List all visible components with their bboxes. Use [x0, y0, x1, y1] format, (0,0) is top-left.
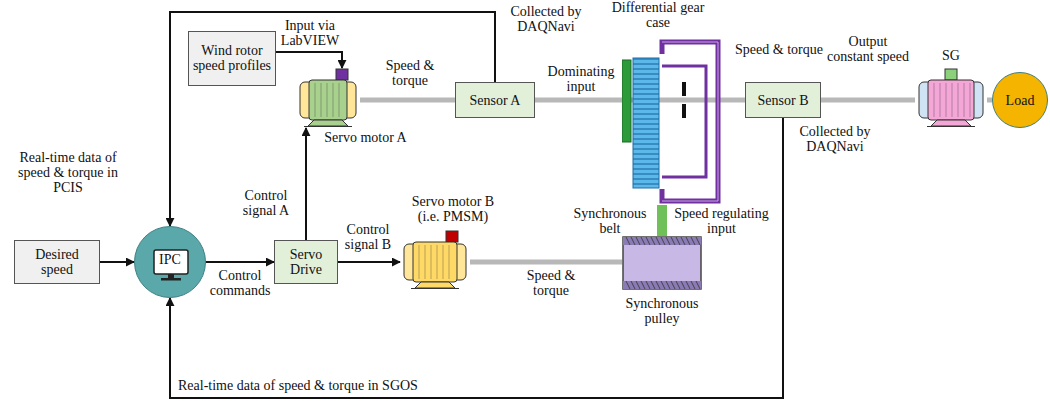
label-holder: Servo motor B (i.e. PMSM) [400, 194, 506, 224]
label-holder: Speed & torque [735, 42, 823, 57]
signal-arrow [100, 261, 134, 263]
signal-label: Real-time data of speed & torque in SGOS [178, 378, 418, 393]
signal-label: Real-time data of speed & torque in PCIS [18, 150, 118, 195]
signal-arrow [206, 261, 274, 263]
servo-motor: Servo motor B (i.e. PMSM) [400, 230, 470, 290]
signal-arrow [170, 12, 495, 226]
drive-box: Servo Drive [274, 240, 338, 284]
signal-label: Synchronous belt [573, 206, 646, 236]
label-holder: SG [931, 48, 971, 63]
pulley: Synchronous pulley [622, 236, 702, 290]
shaft-line [360, 98, 455, 103]
synchronous-belt [657, 205, 667, 236]
text-stack: Desired speed [18, 247, 96, 277]
label-holder: Servo motor A [318, 130, 413, 145]
text-stack: Servo Drive [278, 247, 334, 277]
node-text: Sensor A [470, 93, 521, 108]
signal-arrow [276, 52, 342, 68]
node-text: Load [1006, 93, 1035, 108]
signal-label: Control signal A [243, 188, 289, 218]
signal-label: Control signal B [345, 222, 391, 252]
input-box: Desired speed [14, 240, 100, 284]
shaft-line [535, 98, 622, 103]
signal-label: Speed & torque [735, 42, 823, 57]
sensor-box: Sensor A [455, 82, 535, 118]
shaft-line [470, 260, 622, 265]
label-holder: Input via LabVIEW [276, 18, 344, 48]
text-stack: IPC [159, 252, 181, 267]
text-stack: Wind rotor speed profiles [192, 43, 272, 73]
label-holder: Real-time data of speed & torque in PCIS [4, 150, 132, 195]
node-text: IPC [159, 252, 181, 267]
part-label: Servo motor B (i.e. PMSM) [400, 194, 506, 224]
signal-label: Input via LabVIEW [281, 18, 339, 48]
label-holder: Speed & torque [372, 58, 448, 88]
sensor-box: Sensor B [745, 82, 821, 118]
label-holder: Dominating input [542, 64, 620, 94]
signal-label: Speed regulating input [674, 206, 768, 236]
node-text: Servo Drive [278, 247, 334, 277]
label-holder: Collected by DAQNavi [790, 124, 880, 154]
part-label: Differential gear case [604, 0, 712, 30]
label-holder: Real-time data of speed & torque in SGOS [178, 378, 498, 393]
differential-gear-case: Differential gear case [622, 38, 722, 205]
node-text: Sensor B [758, 93, 809, 108]
node-text: Desired speed [18, 247, 96, 277]
label-holder: Speed & torque [513, 268, 589, 298]
text-stack: Load [1006, 93, 1035, 108]
signal-label: Dominating input [548, 64, 615, 94]
label-holder: Control signal A [232, 188, 300, 218]
shaft-line [821, 98, 915, 103]
node-text: Wind rotor speed profiles [192, 43, 272, 73]
label-holder: Control commands [207, 268, 273, 298]
signal-label: Speed & torque [386, 58, 435, 88]
text-stack: Sensor A [470, 93, 521, 108]
label-holder: Synchronous pulley [614, 296, 710, 326]
controller-circle: IPC [134, 226, 206, 298]
servo-motor: Servo motor A [296, 68, 360, 128]
signal-label: Collected by DAQNavi [510, 4, 581, 34]
label-holder: Differential gear case [604, 0, 712, 30]
load-circle: Load [992, 72, 1048, 128]
signal-label: Collected by DAQNavi [799, 124, 870, 154]
label-holder: Synchronous belt [570, 206, 650, 236]
signal-arrow [305, 128, 307, 240]
part-label: Synchronous pulley [614, 296, 710, 326]
label-holder: Collected by DAQNavi [502, 4, 590, 34]
text-stack: Sensor B [758, 93, 809, 108]
label-holder: Speed regulating input [674, 206, 769, 236]
signal-label: Speed & torque [527, 268, 576, 298]
signal-arrow [170, 118, 783, 398]
part-label: Servo motor A [318, 130, 413, 145]
label-holder: Control signal B [337, 222, 399, 252]
part-label: SG [931, 48, 971, 63]
generator: SG [915, 68, 987, 128]
input-box: Wind rotor speed profiles [188, 31, 276, 86]
signal-arrow [338, 261, 400, 263]
signal-label: Output constant speed [827, 34, 909, 64]
label-holder: Output constant speed [826, 34, 910, 64]
signal-label: Control commands [210, 268, 271, 298]
shaft-line [722, 98, 745, 103]
